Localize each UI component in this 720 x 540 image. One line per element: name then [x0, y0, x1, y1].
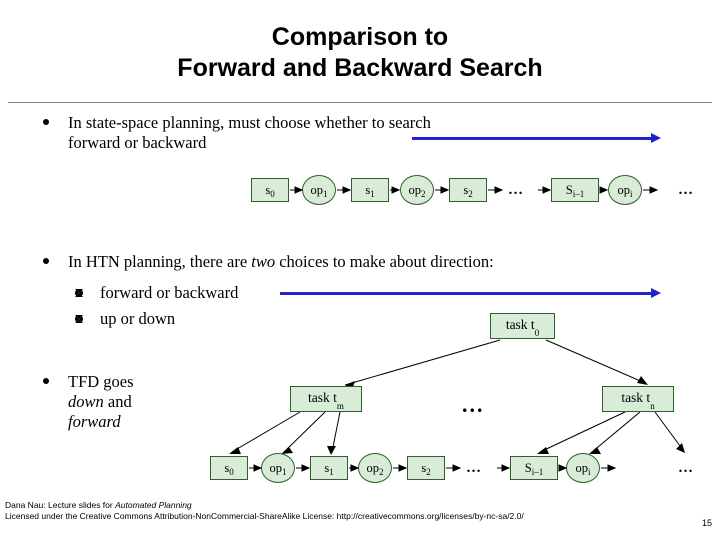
bullet-2-text-2: choices to make about direction:	[275, 252, 494, 271]
task-middle-ellipsis: ...	[462, 392, 485, 417]
subbullet-forward-backward: forward or backward	[75, 283, 375, 303]
node-si-1-top: Si–1	[551, 178, 599, 202]
chain-ellipsis-bottom-1: …	[466, 460, 482, 476]
subbullet-1-label: forward or backward	[100, 283, 239, 302]
forward-arrow-top	[412, 133, 661, 143]
task-tn: task tn	[602, 386, 674, 412]
node-s0-top: s0	[251, 178, 289, 202]
title-divider	[8, 102, 712, 103]
bullet-dot-icon	[43, 258, 49, 264]
node-si-1-bottom: Si–1	[510, 456, 558, 480]
bullet-htn-planning: In HTN planning, there are two choices t…	[43, 252, 603, 272]
bullet-3-and: and	[103, 392, 132, 411]
task-tm: task tm	[290, 386, 362, 412]
node-s1-bottom: s1	[310, 456, 348, 480]
task-t0: task t0	[490, 313, 555, 339]
node-op1-top: op1	[302, 175, 336, 205]
node-s0-bottom: s0	[210, 456, 248, 480]
bullet-state-space: In state-space planning, must choose whe…	[43, 113, 603, 153]
node-opi-top: opi	[608, 175, 642, 205]
bullet-3-down: down	[68, 392, 104, 411]
bullet-1-line-2: forward or backward	[68, 133, 207, 152]
node-s2-bottom: s2	[407, 456, 445, 480]
page-number: 15	[701, 518, 712, 528]
bullet-1-line-1: In state-space planning, must choose whe…	[68, 113, 431, 132]
bullet-3-line-1: TFD goes	[68, 372, 134, 391]
node-opi-bottom: opi	[566, 453, 600, 483]
page-title: Comparison to Forward and Backward Searc…	[0, 22, 720, 84]
footer-line-1-italic: Automated Planning	[115, 500, 192, 510]
node-op2-bottom: op2	[358, 453, 392, 483]
forward-arrow-middle	[280, 288, 661, 298]
bullet-dot-icon	[43, 119, 49, 125]
bullet-2-italic: two	[251, 252, 276, 271]
footer-attribution: Dana Nau: Lecture slides for Automated P…	[5, 500, 524, 522]
diamond-bullet-icon	[75, 289, 83, 297]
footer-line-1-pre: Dana Nau: Lecture slides for	[5, 500, 116, 510]
chain-ellipsis-top-2: …	[678, 182, 694, 198]
title-line-1: Comparison to	[271, 23, 449, 51]
subbullet-2-label: up or down	[100, 309, 176, 328]
node-s1-top: s1	[351, 178, 389, 202]
node-op1-bottom: op1	[261, 453, 295, 483]
subbullet-up-down: up or down	[75, 309, 375, 329]
node-s2-top: s2	[449, 178, 487, 202]
bullet-tfd: TFD goes down and forward	[43, 372, 243, 432]
chain-ellipsis-bottom-2: …	[678, 460, 694, 476]
bullet-3-forward: forward	[68, 412, 121, 431]
chain-ellipsis-top-1: …	[508, 182, 524, 198]
bullet-2-text: In HTN planning, there are	[68, 252, 252, 271]
diamond-bullet-icon	[75, 315, 83, 323]
footer-line-2: Licensed under the Creative Commons Attr…	[5, 511, 524, 521]
node-op2-top: op2	[400, 175, 434, 205]
title-line-2: Forward and Backward Search	[177, 54, 543, 82]
bullet-dot-icon	[43, 378, 49, 384]
